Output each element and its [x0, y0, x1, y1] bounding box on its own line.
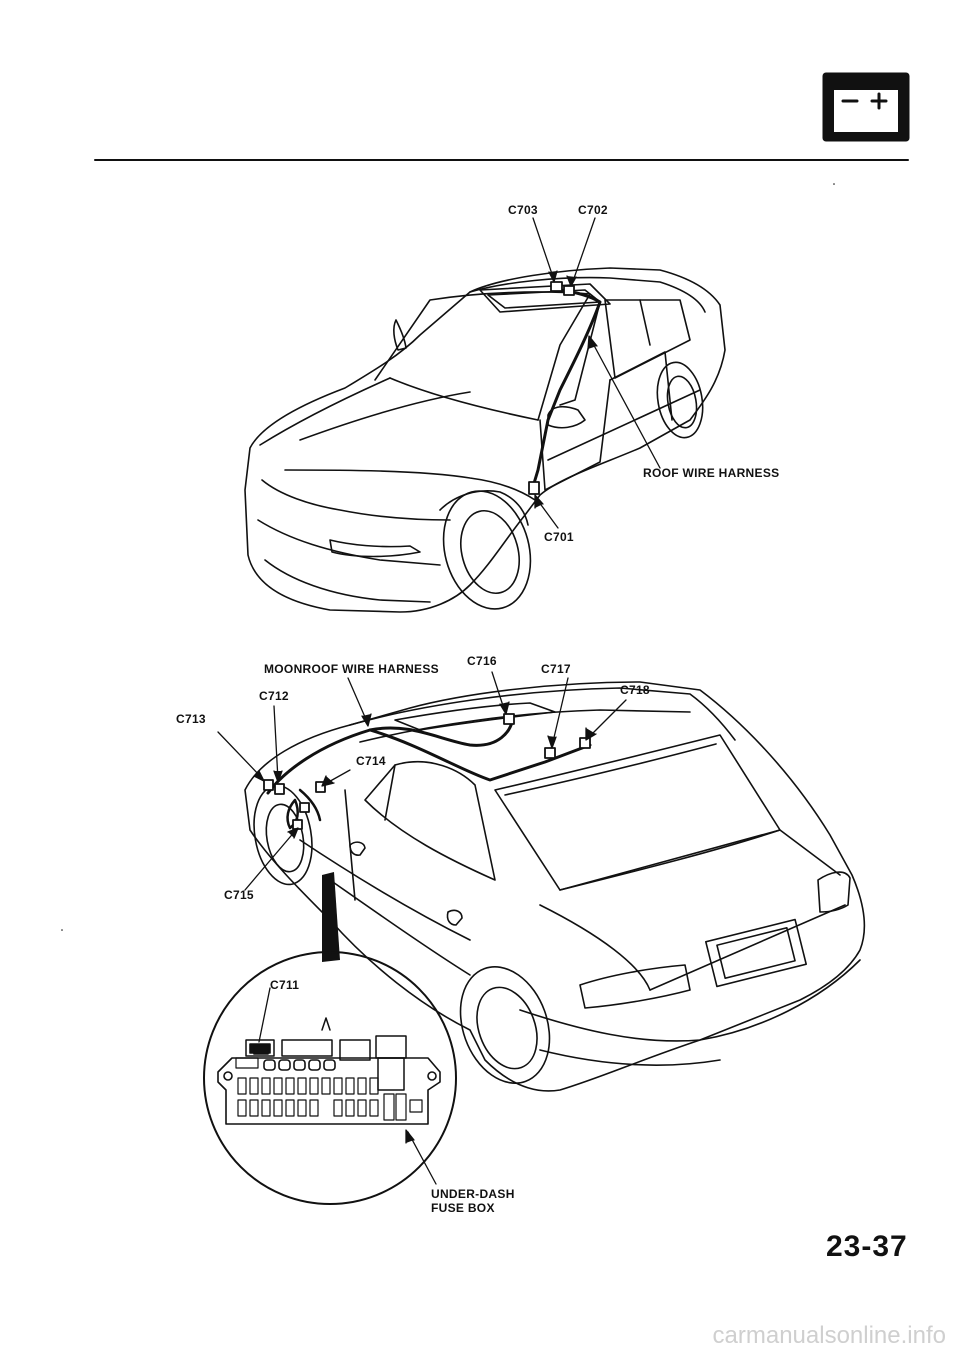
fuse-box-label-line1: UNDER-DASH — [431, 1187, 515, 1201]
bottom-leaders — [217, 671, 627, 891]
connector-label-c718: C718 — [620, 683, 650, 697]
sedan-front-view — [244, 267, 726, 613]
battery-icon — [822, 72, 910, 142]
connector-label-c713: C713 — [176, 712, 206, 726]
roof-wire-harness-label: ROOF WIRE HARNESS — [643, 466, 780, 480]
connector-label-c702: C702 — [578, 203, 608, 217]
connector-label-c714: C714 — [356, 754, 386, 768]
top-leaders — [532, 217, 661, 529]
moonroof-wire-harness-label: MOONROOF WIRE HARNESS — [264, 662, 439, 676]
fuse-box-inset — [203, 951, 457, 1205]
connector-label-c711: C711 — [270, 978, 300, 992]
connector-label-c717: C717 — [541, 662, 571, 676]
connector-label-c716: C716 — [467, 654, 497, 668]
connector-label-c712: C712 — [259, 689, 289, 703]
connector-label-c701: C701 — [544, 530, 574, 544]
sedan-rear-view — [244, 681, 866, 1092]
connector-label-c703: C703 — [508, 203, 538, 217]
page-number: 23-37 — [826, 1230, 908, 1263]
connector-label-c715: C715 — [224, 888, 254, 902]
fuse-box-label: UNDER-DASH FUSE BOX — [431, 1187, 515, 1215]
fuse-box-label-line2: FUSE BOX — [431, 1201, 495, 1215]
footer-watermark: carmanualsonline.info — [712, 1322, 946, 1349]
callout-wedge — [322, 872, 340, 962]
